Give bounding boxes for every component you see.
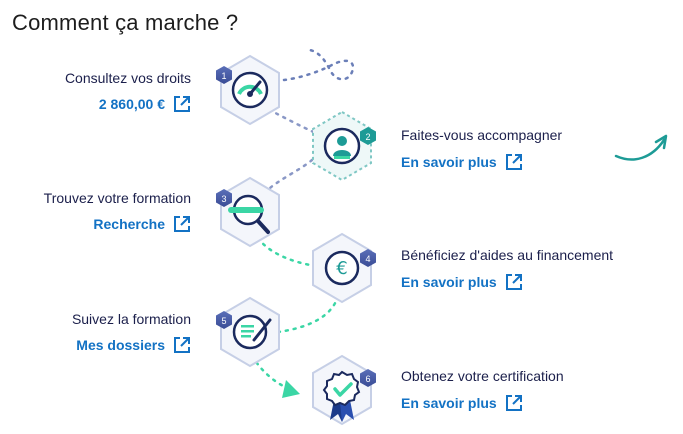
step-6-link[interactable]: En savoir plus	[401, 394, 523, 412]
step-1-hexagon	[220, 54, 280, 126]
external-link-icon	[505, 273, 523, 291]
euro-coin-icon: €	[324, 250, 360, 286]
external-link-icon	[173, 336, 191, 354]
external-link-icon	[173, 215, 191, 233]
certificate-badge-icon	[322, 370, 361, 422]
gauge-icon	[231, 71, 269, 109]
magnifier-icon	[228, 194, 270, 234]
step-4-number: 4	[365, 254, 370, 264]
step-1-link[interactable]: 2 860,00 €	[99, 95, 191, 113]
connector-3-4	[256, 236, 318, 268]
step-3-number: 3	[221, 194, 226, 204]
external-link-icon	[173, 95, 191, 113]
step-6-label: Obtenez votre certification	[401, 368, 564, 384]
step-1-link-text: 2 860,00 €	[98, 96, 165, 112]
step-5-link[interactable]: Mes dossiers	[76, 336, 191, 354]
step-6-number: 6	[365, 374, 370, 384]
step-2-hexagon	[312, 110, 372, 182]
step-2-label: Faites-vous accompagner	[401, 127, 563, 143]
step-3-label: Trouvez votre formation	[43, 190, 191, 206]
step-5-hexagon	[220, 296, 280, 368]
document-pen-icon	[232, 314, 272, 350]
external-link-icon	[505, 153, 523, 171]
step-6-hexagon	[312, 354, 372, 426]
step-6-badge: 6	[360, 369, 376, 387]
connector-2-3	[268, 158, 314, 190]
step-5-label: Suivez la formation	[71, 311, 191, 327]
step-3-link-text: Recherche	[93, 216, 165, 232]
step-5-number: 5	[221, 316, 226, 326]
external-link-icon	[505, 394, 523, 412]
step-5-badge: 5	[216, 311, 232, 329]
step-6-link-text: En savoir plus	[401, 395, 497, 411]
page-title: Comment ça marche ?	[12, 10, 239, 35]
arrow-head-6	[282, 380, 300, 398]
step-3-hexagon	[220, 176, 280, 248]
step-4-label: Bénéficiez d'aides au financement	[401, 247, 614, 263]
teal-arrow-decoration	[614, 134, 668, 161]
step-2-badge: 2	[360, 127, 376, 145]
step-4-hexagon: €	[312, 232, 372, 304]
step-2-number: 2	[365, 132, 370, 142]
step-1-number: 1	[221, 71, 226, 81]
step-2-link[interactable]: En savoir plus	[401, 153, 523, 171]
step-3-link[interactable]: Recherche	[93, 215, 191, 233]
step-3-badge: 3	[216, 189, 232, 207]
connector-4-5	[276, 294, 340, 334]
step-1-badge: 1	[216, 66, 232, 84]
step-1-label: Consultez vos droits	[64, 70, 191, 86]
step-4-badge: 4	[360, 249, 376, 267]
step-4-link-text: En savoir plus	[401, 274, 497, 290]
svg-text:€: €	[336, 258, 347, 279]
step-5-link-text: Mes dossiers	[76, 337, 165, 353]
dotted-loop-decoration	[282, 48, 355, 82]
step-4-link[interactable]: En savoir plus	[401, 273, 523, 291]
step-2-link-text: En savoir plus	[401, 154, 497, 170]
